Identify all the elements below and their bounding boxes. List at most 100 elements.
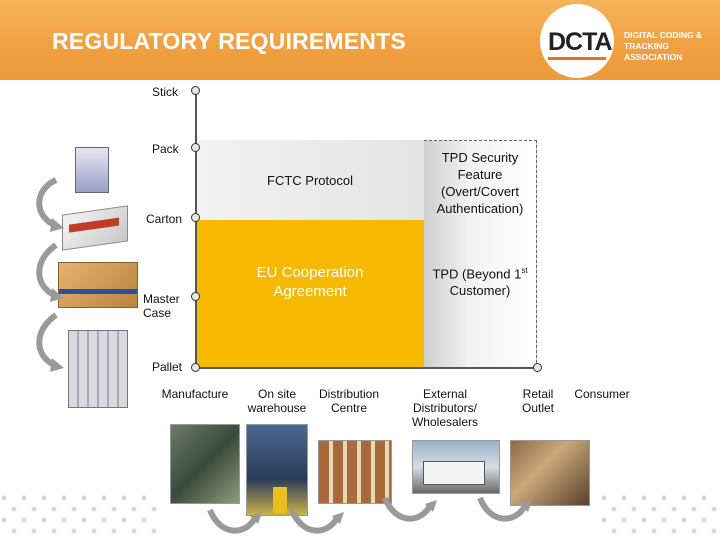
pattern-dot <box>611 506 617 512</box>
pattern-dot <box>131 528 137 534</box>
stage-dot-end <box>533 363 542 372</box>
pattern-dot <box>701 495 707 501</box>
arrow-case-to-pallet <box>36 312 58 368</box>
pattern-dot <box>51 506 57 512</box>
eu-zone <box>196 220 424 368</box>
dot-pattern <box>1 495 717 534</box>
pattern-dot <box>601 495 607 501</box>
tpd-beyond-text: TPD (Beyond 1 <box>432 266 522 282</box>
pattern-dot <box>141 495 147 501</box>
arrow-head-3 <box>50 358 64 372</box>
bottom-arrow-4 <box>477 496 532 522</box>
pattern-dot <box>11 528 17 534</box>
pattern-dot <box>81 517 87 523</box>
bottom-arrow-1 <box>207 508 262 534</box>
pattern-dot <box>71 506 77 512</box>
pattern-dot <box>1 495 7 501</box>
level-dot-pallet <box>191 363 200 372</box>
left-flow-arrows <box>36 177 64 372</box>
level-label-pack: Pack <box>152 142 179 156</box>
pattern-dot <box>121 517 127 523</box>
arrow-carton-to-case <box>36 242 58 298</box>
retail-photo <box>510 440 590 506</box>
level-label-master-case: Master Case <box>143 292 180 320</box>
pattern-dot <box>691 528 697 534</box>
pattern-dot <box>711 506 717 512</box>
pattern-dot <box>701 517 707 523</box>
arrow-head-2 <box>50 288 64 302</box>
pattern-dot <box>41 495 47 501</box>
fctc-zone <box>196 140 424 220</box>
stage-label-onsite-warehouse: On site warehouse <box>247 387 307 415</box>
tpd-beyond-label: TPD (Beyond 1st Customer) <box>425 262 535 299</box>
truck-photo <box>412 440 500 494</box>
pattern-dot <box>101 495 107 501</box>
pattern-dot <box>621 495 627 501</box>
level-dot-stick <box>191 86 200 95</box>
stage-label-distribution-centre: Distribution Centre <box>318 387 380 415</box>
pattern-dot <box>651 506 657 512</box>
stage-label-consumer: Consumer <box>574 387 630 401</box>
pattern-dot <box>11 506 17 512</box>
pattern-dot <box>611 528 617 534</box>
distribution-photo <box>318 440 392 504</box>
pattern-dot <box>101 517 107 523</box>
level-label-stick: Stick <box>152 85 179 99</box>
level-dot-pack <box>191 143 200 152</box>
pattern-dot <box>631 506 637 512</box>
level-dot-master-case <box>191 292 200 301</box>
warehouse-photo <box>246 424 308 516</box>
pattern-dot <box>151 528 157 534</box>
pattern-dot <box>81 495 87 501</box>
forklift-shape <box>273 487 287 513</box>
bottom-arrow-2 <box>289 508 344 534</box>
manufacture-photo <box>170 424 240 504</box>
pattern-dot <box>91 506 97 512</box>
level-label-carton: Carton <box>146 212 183 226</box>
pattern-dot <box>61 517 67 523</box>
pattern-dot <box>51 528 57 534</box>
tpd-beyond-sup: st <box>521 266 528 275</box>
pattern-dot <box>681 517 687 523</box>
pattern-dot <box>1 517 7 523</box>
pattern-dot <box>631 528 637 534</box>
stage-label-retail-outlet: Retail Outlet <box>521 387 554 415</box>
bottom-arrow-3 <box>382 496 437 522</box>
pallet-image <box>68 330 128 408</box>
pattern-dot <box>661 495 667 501</box>
pattern-dot <box>691 506 697 512</box>
logo-wordmark: DCTA <box>548 28 613 56</box>
bottom-flow-arrows <box>207 496 532 534</box>
pattern-dot <box>671 528 677 534</box>
pattern-dot <box>41 517 47 523</box>
pattern-dot <box>121 495 127 501</box>
pattern-dot <box>681 495 687 501</box>
pattern-dot <box>601 517 607 523</box>
pattern-dot <box>621 517 627 523</box>
logo-subtitle: DIGITAL CODING & TRACKING ASSOCIATION <box>624 30 703 62</box>
logo-underline <box>548 57 606 60</box>
level-label-pallet: Pallet <box>152 360 183 374</box>
pattern-dot <box>111 506 117 512</box>
pattern-dot <box>661 517 667 523</box>
pattern-dot <box>111 528 117 534</box>
master-case-image <box>58 262 138 308</box>
pattern-dot <box>141 517 147 523</box>
pattern-dot <box>21 495 27 501</box>
tpd-security-label: TPD Security Feature (Overt/Covert Authe… <box>436 150 524 216</box>
arrow-head-1 <box>50 218 64 232</box>
pattern-dot <box>711 528 717 534</box>
pattern-dot <box>61 495 67 501</box>
pattern-dot <box>31 506 37 512</box>
pattern-dot <box>131 506 137 512</box>
pattern-dot <box>641 517 647 523</box>
tpd-zone <box>424 140 537 368</box>
fctc-label: FCTC Protocol <box>267 173 353 188</box>
pattern-dot <box>151 506 157 512</box>
arrow-pack-to-carton <box>36 177 58 228</box>
pattern-dot <box>91 528 97 534</box>
pattern-dot <box>651 528 657 534</box>
page-title: REGULATORY REQUIREMENTS <box>52 28 406 54</box>
level-dot-carton <box>191 213 200 222</box>
stage-label-external-distributors: External Distributors/ Wholesalers <box>411 387 479 429</box>
